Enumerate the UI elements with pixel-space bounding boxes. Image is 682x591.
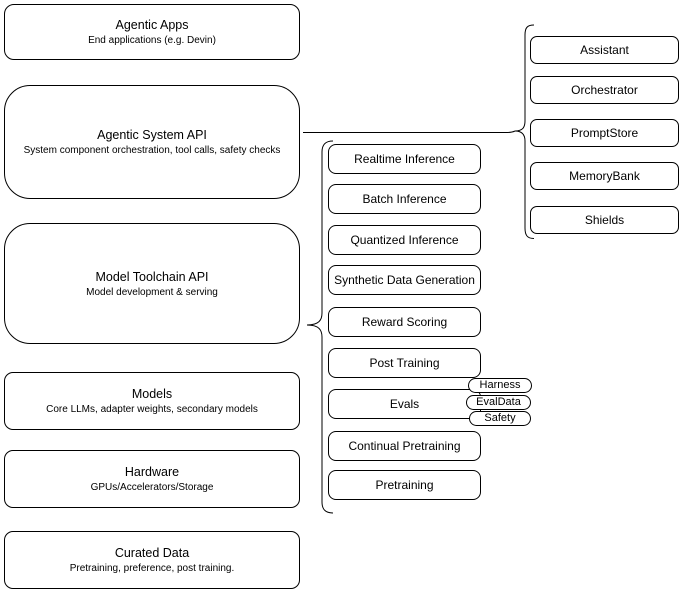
node-pretraining: Pretraining <box>328 470 481 500</box>
node-assistant: Assistant <box>530 36 679 64</box>
node-title: Batch Inference <box>362 192 447 206</box>
node-models: Models Core LLMs, adapter weights, secon… <box>4 372 300 430</box>
connector-line-system-api <box>303 130 516 133</box>
node-subtitle: System component orchestration, tool cal… <box>23 145 281 156</box>
node-title: Shields <box>584 213 625 227</box>
pill-safety: Safety <box>469 411 531 426</box>
node-title: Agentic Apps <box>115 18 189 32</box>
node-title: Curated Data <box>114 546 190 560</box>
node-subtitle: Core LLMs, adapter weights, secondary mo… <box>46 404 258 415</box>
node-memorybank: MemoryBank <box>530 162 679 190</box>
node-evals: Evals <box>328 389 481 419</box>
node-subtitle: Model development & serving <box>86 286 218 298</box>
node-title: Quantized Inference <box>350 233 459 247</box>
node-promptstore: PromptStore <box>530 119 679 147</box>
node-title: Synthetic Data Generation <box>334 273 475 287</box>
node-subtitle: Pretraining, preference, post training. <box>69 563 235 574</box>
node-orchestrator: Orchestrator <box>530 76 679 104</box>
node-synthetic-data-generation: Synthetic Data Generation <box>328 265 481 295</box>
node-curated-data: Curated Data Pretraining, preference, po… <box>4 531 300 589</box>
node-subtitle: GPUs/Accelerators/Storage <box>90 482 214 493</box>
node-title: Agentic System API <box>97 128 207 142</box>
node-title: Assistant <box>580 43 629 57</box>
node-shields: Shields <box>530 206 679 234</box>
node-title: Pretraining <box>375 478 434 492</box>
node-realtime-inference: Realtime Inference <box>328 144 481 174</box>
node-title: MemoryBank <box>569 169 640 183</box>
node-continual-pretraining: Continual Pretraining <box>328 431 481 461</box>
node-title: Continual Pretraining <box>348 439 461 453</box>
node-title: Model Toolchain API <box>95 269 209 284</box>
pill-harness: Harness <box>468 378 532 393</box>
node-title: Hardware <box>124 465 180 479</box>
node-agentic-apps: Agentic Apps End applications (e.g. Devi… <box>4 4 300 60</box>
node-batch-inference: Batch Inference <box>328 184 481 214</box>
node-title: Reward Scoring <box>361 315 448 329</box>
node-title: PromptStore <box>570 126 639 140</box>
pill-evaldata: EvalData <box>466 395 531 410</box>
node-title: Evals <box>389 397 420 411</box>
node-hardware: Hardware GPUs/Accelerators/Storage <box>4 450 300 508</box>
node-subtitle: End applications (e.g. Devin) <box>88 35 216 46</box>
node-title: Models <box>131 387 173 401</box>
node-model-toolchain-api: Model Toolchain API Model development & … <box>4 223 300 344</box>
node-agentic-system-api: Agentic System API System component orch… <box>4 85 300 199</box>
node-title: Post Training <box>369 356 440 370</box>
node-title: Orchestrator <box>571 83 638 97</box>
node-post-training: Post Training <box>328 348 481 378</box>
node-quantized-inference: Quantized Inference <box>328 225 481 255</box>
node-reward-scoring: Reward Scoring <box>328 307 481 337</box>
node-title: Realtime Inference <box>354 152 455 166</box>
